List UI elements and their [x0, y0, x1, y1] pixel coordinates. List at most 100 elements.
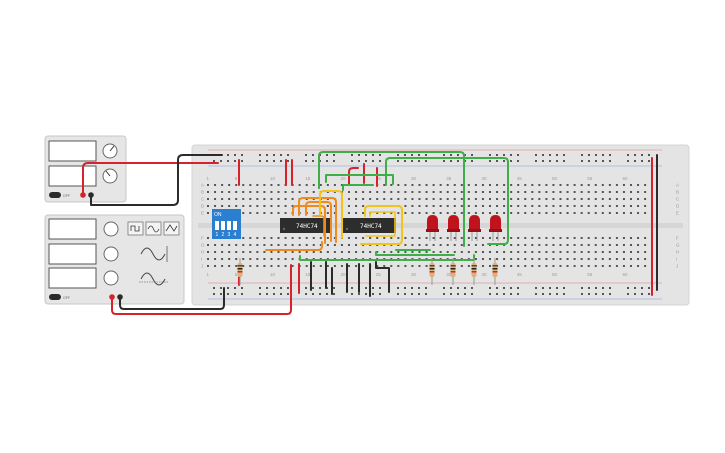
strip-hole[interactable]: [608, 184, 611, 186]
strip-hole[interactable]: [397, 212, 400, 214]
strip-hole[interactable]: [474, 244, 477, 246]
strip-hole[interactable]: [587, 191, 590, 193]
strip-hole[interactable]: [622, 237, 625, 239]
rail-hole[interactable]: [404, 287, 406, 289]
rail-hole[interactable]: [351, 287, 353, 289]
strip-hole[interactable]: [573, 244, 576, 246]
strip-hole[interactable]: [383, 237, 386, 239]
strip-hole[interactable]: [644, 198, 647, 200]
rail-hole[interactable]: [266, 293, 268, 295]
strip-hole[interactable]: [418, 251, 421, 253]
leds[interactable]: [426, 215, 502, 241]
strip-hole[interactable]: [580, 258, 583, 260]
strip-hole[interactable]: [214, 205, 217, 207]
rail-hole[interactable]: [418, 160, 420, 162]
strip-hole[interactable]: [489, 198, 491, 200]
strip-hole[interactable]: [496, 191, 499, 193]
strip-hole[interactable]: [517, 212, 520, 214]
strip-hole[interactable]: [608, 265, 611, 267]
strip-hole[interactable]: [474, 191, 477, 193]
resistor-1[interactable]: [237, 258, 243, 285]
strip-hole[interactable]: [481, 265, 484, 267]
rail-hole[interactable]: [457, 287, 459, 289]
strip-hole[interactable]: [207, 251, 209, 253]
rail-hole[interactable]: [365, 293, 367, 295]
strip-hole[interactable]: [503, 244, 506, 246]
strip-hole[interactable]: [622, 198, 625, 200]
strip-hole[interactable]: [545, 212, 548, 214]
strip-hole[interactable]: [566, 212, 569, 214]
strip-hole[interactable]: [538, 237, 541, 239]
strip-hole[interactable]: [608, 205, 611, 207]
strip-hole[interactable]: [284, 244, 287, 246]
strip-hole[interactable]: [538, 198, 541, 200]
strip-hole[interactable]: [587, 265, 590, 267]
strip-hole[interactable]: [552, 265, 555, 267]
strip-hole[interactable]: [545, 244, 548, 246]
resistor-2[interactable]: [429, 258, 435, 285]
strip-hole[interactable]: [517, 258, 520, 260]
strip-hole[interactable]: [348, 212, 350, 214]
rail-hole[interactable]: [312, 287, 314, 289]
rail-hole[interactable]: [358, 293, 360, 295]
rail-hole[interactable]: [627, 154, 629, 156]
strip-hole[interactable]: [559, 212, 562, 214]
chip-2[interactable]: 74HC74: [343, 218, 396, 233]
strip-hole[interactable]: [630, 212, 632, 214]
rail-hole[interactable]: [549, 154, 551, 156]
strip-hole[interactable]: [362, 265, 365, 267]
strip-hole[interactable]: [489, 212, 491, 214]
strip-hole[interactable]: [291, 205, 294, 207]
rail-hole[interactable]: [227, 154, 229, 156]
strip-hole[interactable]: [446, 265, 449, 267]
strip-hole[interactable]: [397, 191, 400, 193]
strip-hole[interactable]: [411, 237, 414, 239]
strip-hole[interactable]: [489, 191, 491, 193]
strip-hole[interactable]: [270, 205, 273, 207]
strip-hole[interactable]: [242, 205, 245, 207]
strip-hole[interactable]: [242, 184, 245, 186]
strip-hole[interactable]: [615, 212, 618, 214]
strip-hole[interactable]: [552, 184, 555, 186]
strip-hole[interactable]: [580, 237, 583, 239]
strip-hole[interactable]: [221, 244, 224, 246]
strip-hole[interactable]: [397, 265, 400, 267]
strip-hole[interactable]: [439, 265, 442, 267]
strip-hole[interactable]: [594, 244, 597, 246]
strip-hole[interactable]: [214, 191, 217, 193]
wire-green-6[interactable]: [375, 251, 455, 256]
rail-hole[interactable]: [411, 160, 413, 162]
strip-hole[interactable]: [263, 251, 266, 253]
strip-hole[interactable]: [566, 184, 569, 186]
strip-hole[interactable]: [305, 237, 308, 239]
rail-hole[interactable]: [287, 287, 289, 289]
strip-hole[interactable]: [411, 212, 414, 214]
strip-hole[interactable]: [221, 184, 224, 186]
strip-hole[interactable]: [517, 265, 520, 267]
rail-hole[interactable]: [496, 160, 498, 162]
strip-hole[interactable]: [545, 198, 548, 200]
rail-hole[interactable]: [609, 154, 611, 156]
strip-hole[interactable]: [404, 237, 407, 239]
dip-switch-4[interactable]: [233, 221, 237, 230]
strip-hole[interactable]: [446, 198, 449, 200]
strip-hole[interactable]: [284, 251, 287, 253]
strip-hole[interactable]: [524, 205, 527, 207]
strip-hole[interactable]: [644, 258, 647, 260]
rail-hole[interactable]: [425, 154, 427, 156]
strip-hole[interactable]: [411, 205, 414, 207]
chip-1[interactable]: 74HC74: [280, 218, 330, 233]
strip-hole[interactable]: [432, 198, 435, 200]
dip-switch-1[interactable]: [215, 221, 219, 230]
strip-hole[interactable]: [622, 191, 625, 193]
power-switch[interactable]: [49, 192, 61, 198]
strip-hole[interactable]: [270, 244, 273, 246]
strip-hole[interactable]: [601, 237, 604, 239]
strip-hole[interactable]: [355, 251, 358, 253]
strip-hole[interactable]: [242, 251, 245, 253]
wire-yellow-3[interactable]: [365, 211, 396, 237]
strip-hole[interactable]: [263, 212, 266, 214]
rail-hole[interactable]: [588, 154, 590, 156]
rail-hole[interactable]: [266, 287, 268, 289]
rail-hole[interactable]: [443, 160, 445, 162]
